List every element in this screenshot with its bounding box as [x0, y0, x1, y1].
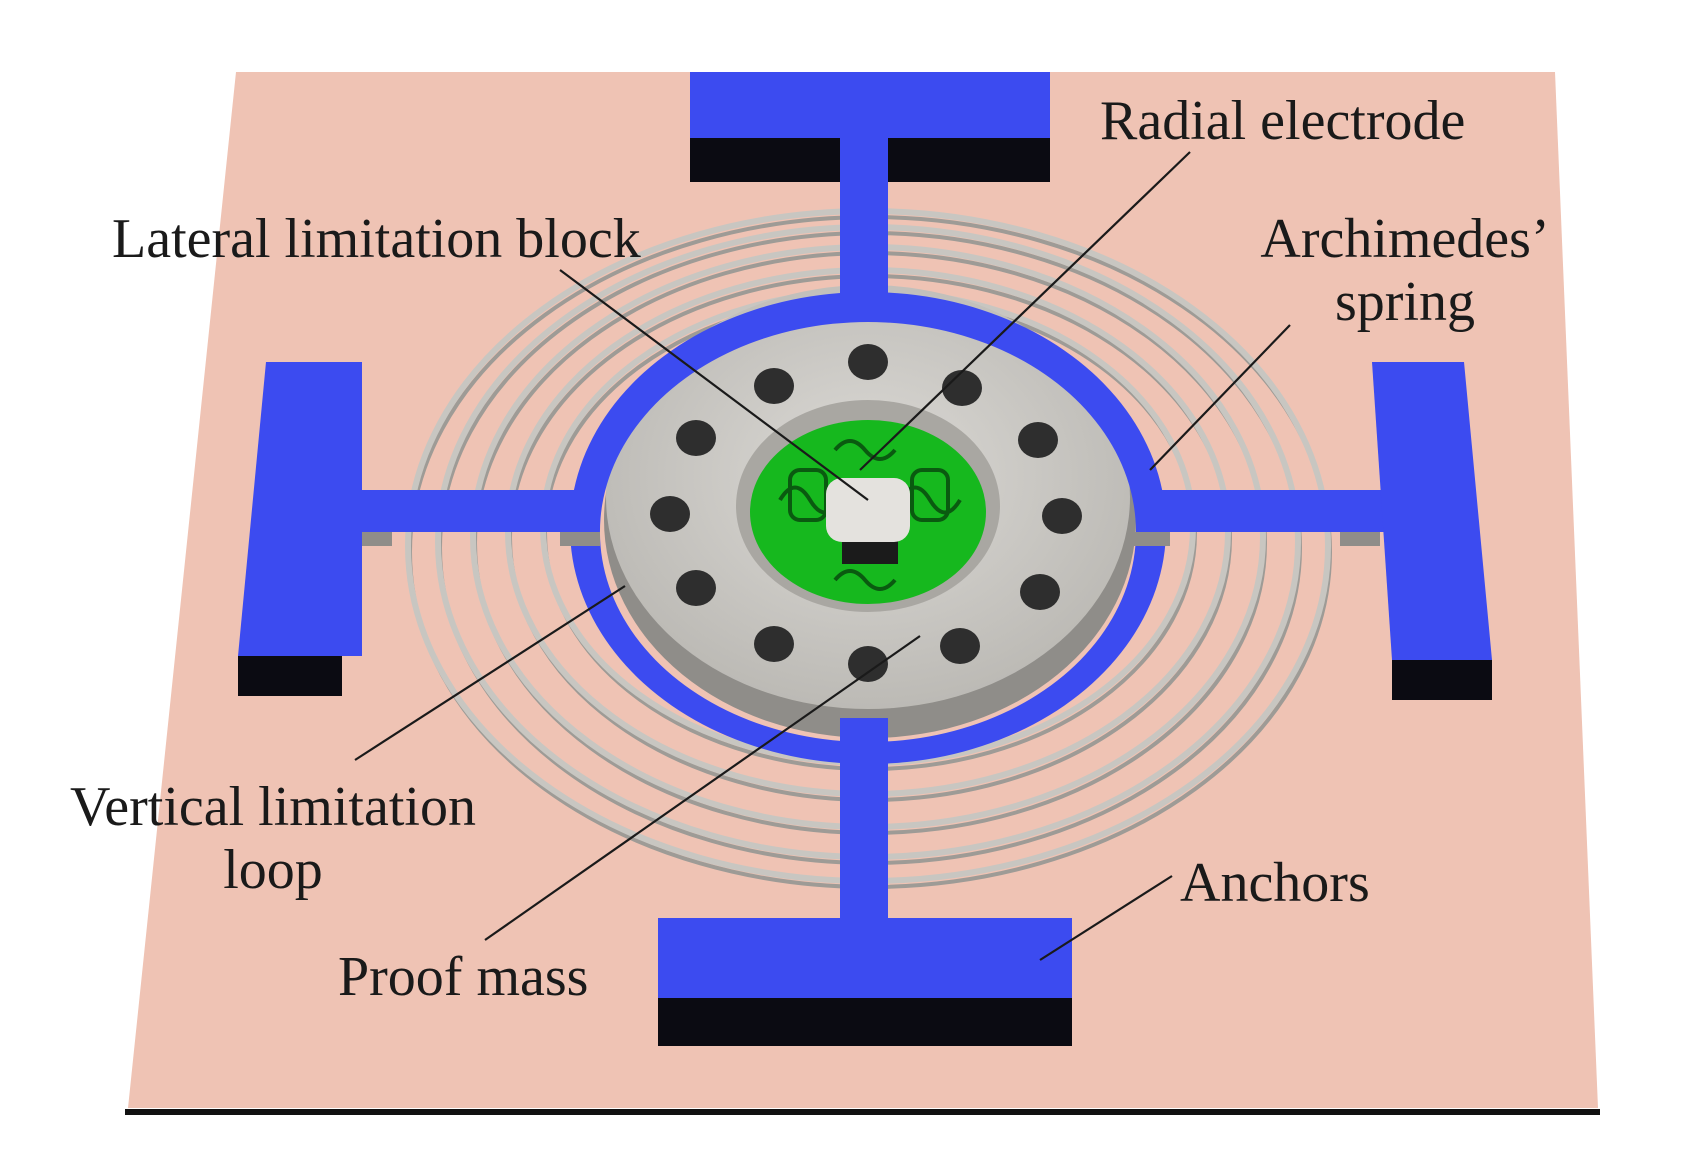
label-vertical-limitation-loop: Vertical limitation loop [38, 776, 508, 901]
label-proof-mass: Proof mass [338, 946, 588, 1009]
anchor-right [1372, 362, 1492, 700]
label-archimedes-spring-line1: Archimedes’ [1260, 208, 1550, 270]
label-anchors: Anchors [1180, 852, 1370, 915]
anchor-left [238, 362, 362, 696]
label-lateral-limitation-block: Lateral limitation block [112, 208, 641, 271]
label-lateral-limitation-block-text: Lateral limitation block [112, 208, 641, 270]
leader-vertical-limitation-loop [354, 585, 626, 761]
hole-icon [848, 646, 888, 682]
label-vertical-limitation-loop-line2: loop [223, 838, 323, 901]
hole-icon [848, 344, 888, 380]
hole-icon [754, 368, 794, 404]
hole-icon [942, 370, 982, 406]
anchor-arms [358, 150, 1390, 918]
leader-lines [354, 151, 1291, 961]
anchor-bottom [658, 918, 1072, 1046]
label-vertical-limitation-loop-line1: Vertical limitation [70, 776, 476, 838]
label-archimedes-spring-line2: spring [1335, 270, 1475, 333]
hole-icon [754, 626, 794, 662]
proof-mass-holes [650, 344, 1082, 682]
label-radial-electrode: Radial electrode [1100, 90, 1465, 153]
leader-proof-mass [484, 635, 921, 941]
lateral-limitation-block [826, 478, 910, 542]
hole-icon [940, 628, 980, 664]
label-proof-mass-text: Proof mass [338, 946, 589, 1008]
hole-icon [650, 496, 690, 532]
electrode-pattern [778, 439, 962, 591]
label-anchors-text: Anchors [1180, 852, 1370, 914]
hole-icon [676, 420, 716, 456]
hole-icon [1020, 574, 1060, 610]
leader-archimedes-spring [1149, 324, 1291, 471]
label-archimedes-spring: Archimedes’ spring [1255, 208, 1555, 333]
leader-lateral-limitation-block [559, 269, 869, 501]
leader-radial-electrode [859, 151, 1191, 471]
hole-icon [676, 570, 716, 606]
label-radial-electrode-text: Radial electrode [1100, 90, 1466, 152]
anchor-top [690, 72, 1050, 182]
hole-icon [1042, 498, 1082, 534]
hole-icon [1018, 422, 1058, 458]
leader-anchors [1039, 875, 1173, 961]
